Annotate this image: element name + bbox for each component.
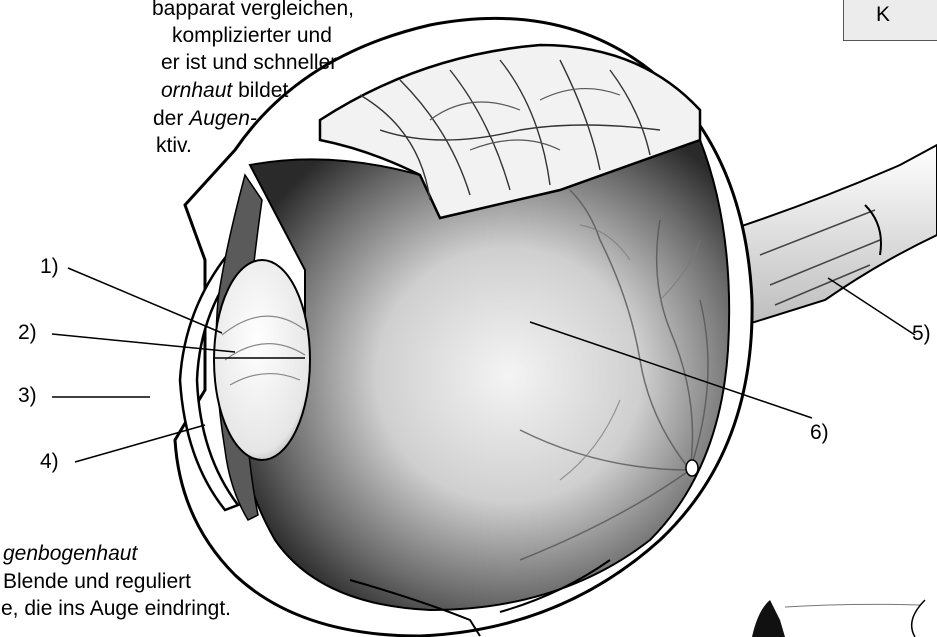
text-bottom-2: Blende und reguliert — [3, 570, 191, 594]
text-line-1: bapparat vergleichen, — [152, 0, 354, 21]
lens — [214, 260, 310, 460]
partial-figure — [752, 600, 785, 637]
text-bottom-1-italic: genbogenhaut — [3, 542, 137, 565]
label-1: 1) — [40, 255, 59, 279]
label-5: 5) — [912, 322, 931, 346]
label-3: 3) — [18, 384, 37, 408]
text-line-2: komplizierter und — [172, 24, 332, 48]
text-line-3: er ist und schneller — [161, 51, 337, 75]
text-line-4: ornhaut bildet — [161, 79, 288, 103]
text-line-5-plain: der — [153, 107, 189, 130]
text-bottom-1: genbogenhaut — [3, 542, 137, 566]
label-4: 4) — [40, 450, 59, 474]
optic-nerve — [730, 145, 937, 325]
text-bottom-3: e, die ins Auge eindringt. — [1, 597, 231, 621]
text-line-5: der Augen- — [153, 107, 257, 131]
label-6: 6) — [810, 421, 829, 445]
text-line-6: ktiv. — [156, 134, 192, 158]
label-2: 2) — [18, 321, 37, 345]
corner-box: K — [843, 0, 937, 41]
text-line-4-rest: bildet — [232, 79, 288, 102]
text-line-5-italic: Augen- — [189, 107, 257, 130]
corner-box-label: K — [876, 3, 890, 27]
text-line-4-italic: ornhaut — [161, 79, 232, 102]
